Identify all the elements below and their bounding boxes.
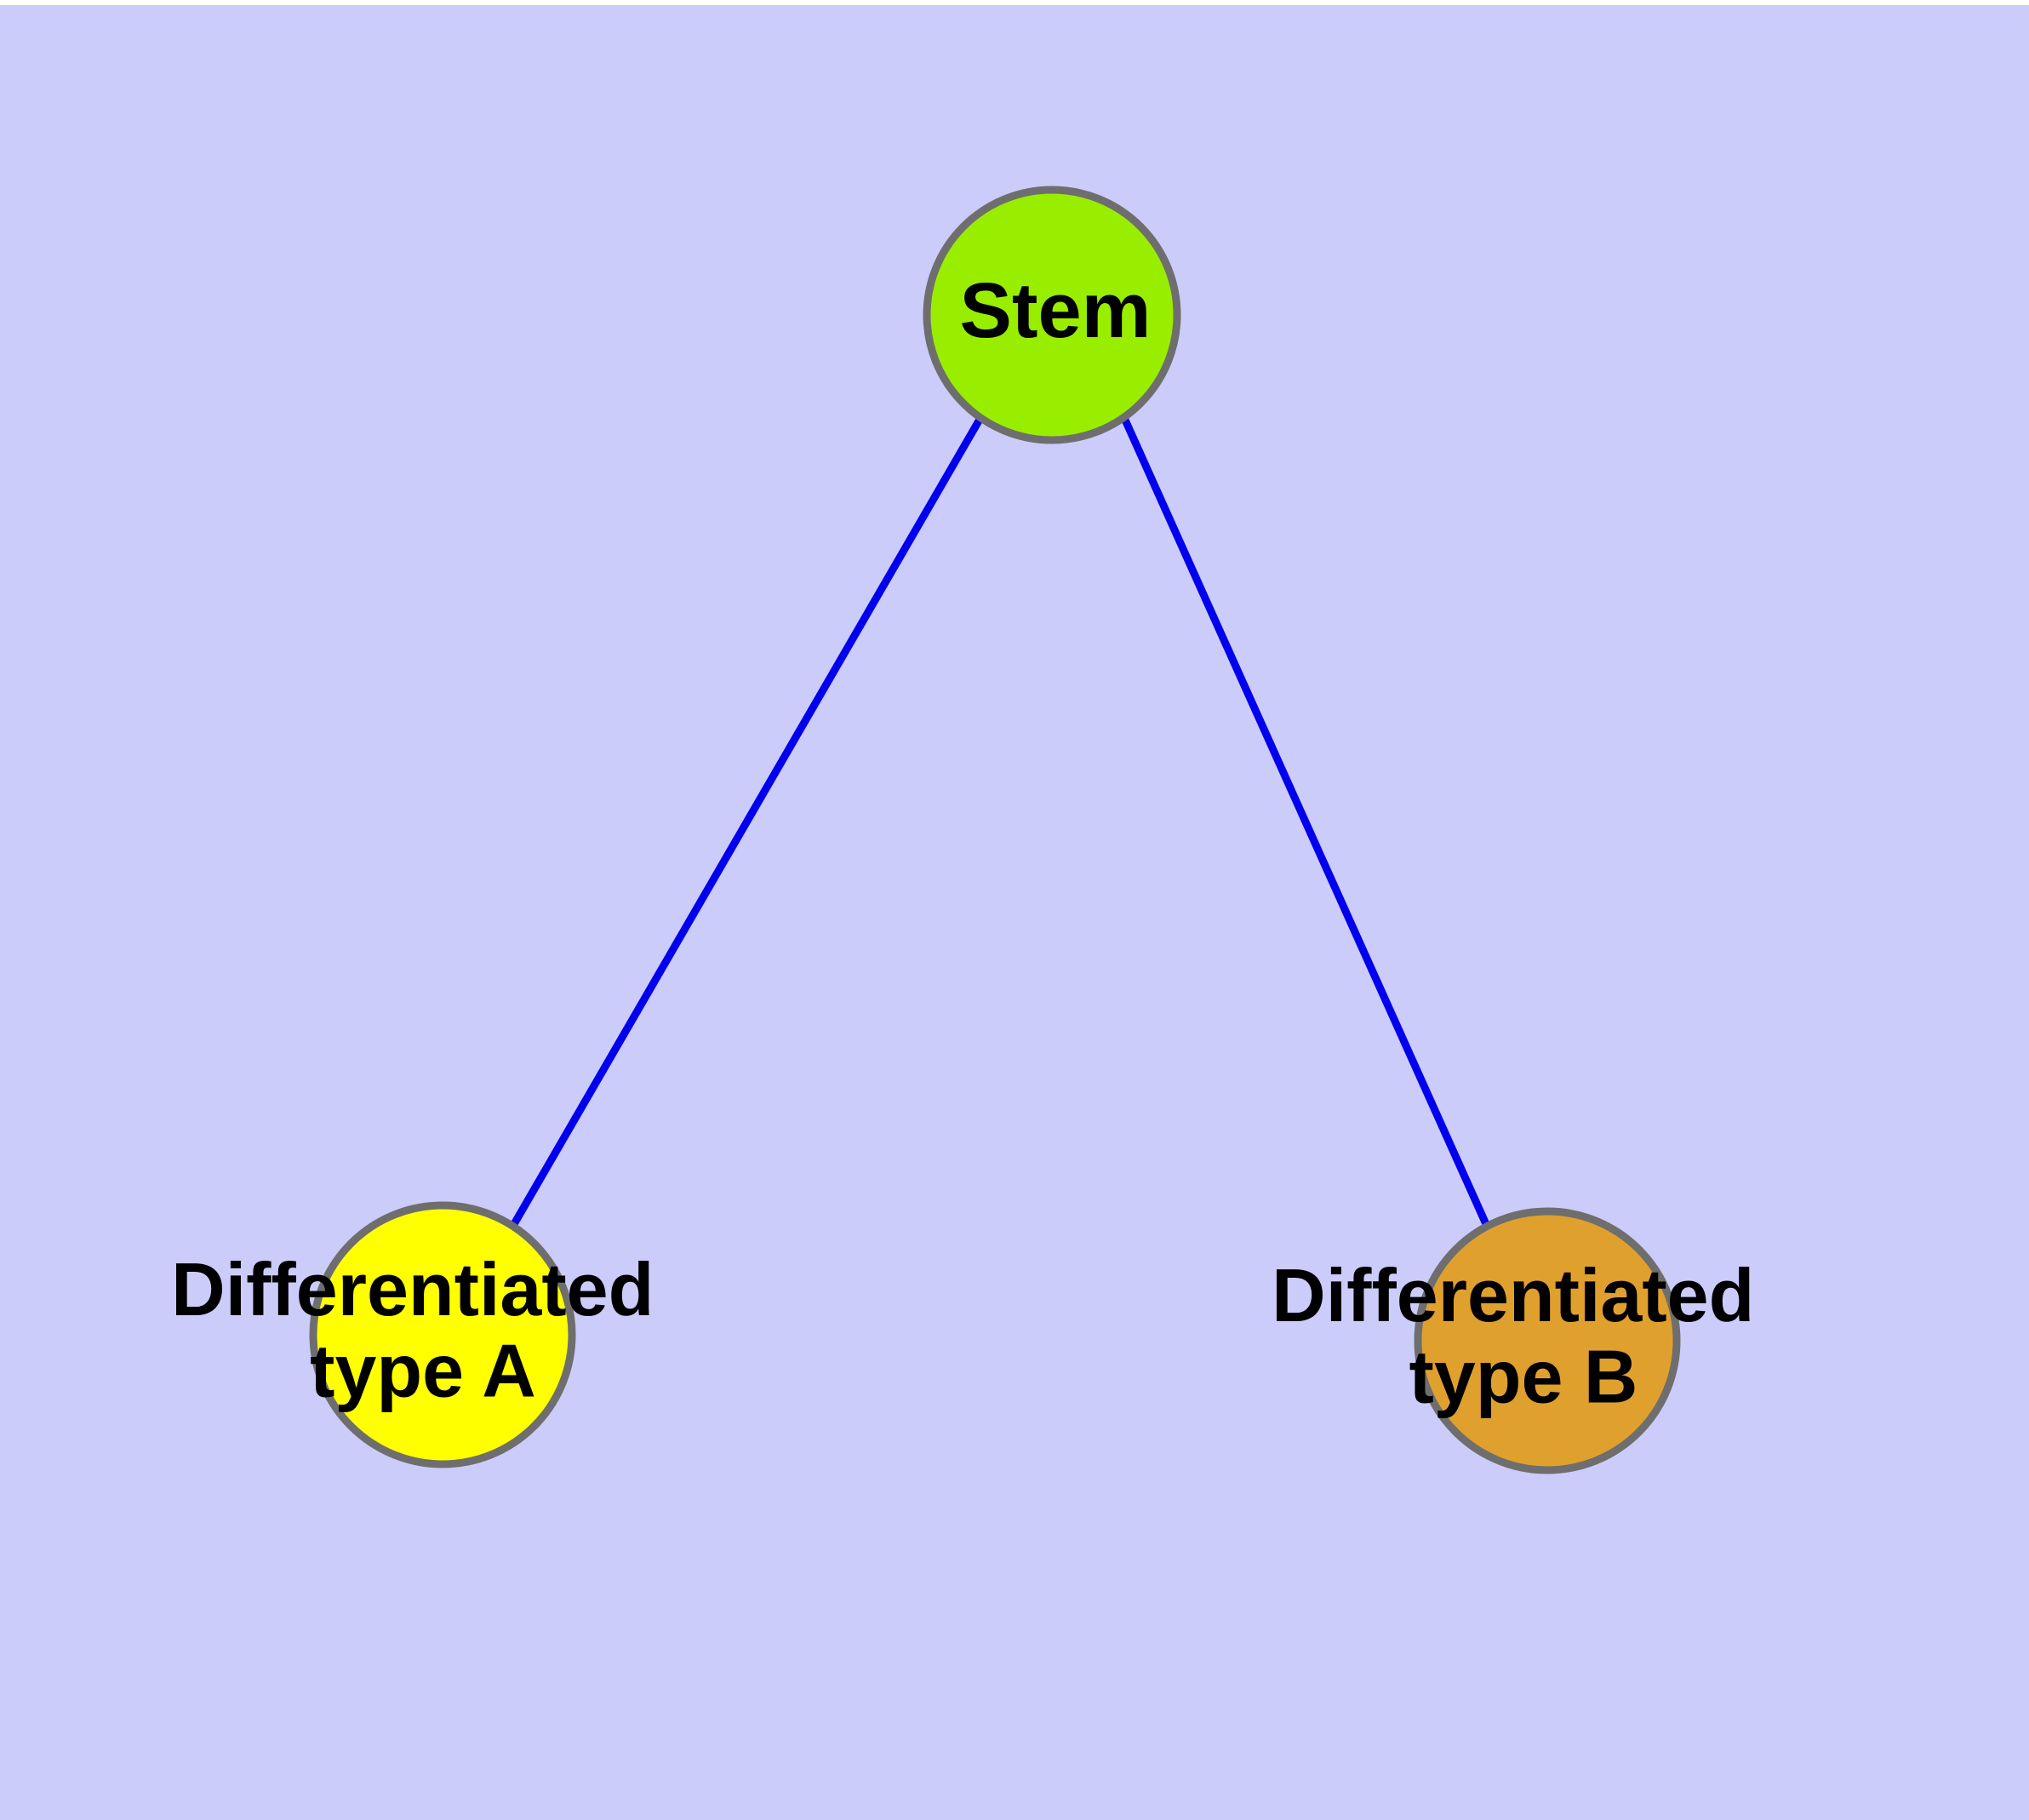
node-differentiated-type-a-label-line-2: type A — [310, 1329, 536, 1413]
node-stem-label-line-1: Stem — [960, 267, 1152, 354]
node-differentiated-type-a-circle[interactable] — [309, 1201, 576, 1468]
node-differentiated-type-b-circle[interactable] — [1414, 1207, 1681, 1474]
node-differentiated-type-a-label: Differentiated type A — [171, 1247, 675, 1412]
node-differentiated-type-b[interactable]: Differentiated type B — [1272, 1207, 1775, 1474]
edge-stem-to-differentiated-type-b[interactable] — [1120, 416, 1490, 1226]
node-differentiated-type-a[interactable]: Differentiated type A — [171, 1201, 675, 1468]
node-differentiated-type-b-label-line-1: Differentiated — [1272, 1253, 1754, 1337]
node-stem-circle[interactable] — [923, 186, 1181, 444]
node-layer: Stem Differentiated type A Differentiate… — [171, 186, 1775, 1474]
node-differentiated-type-b-label-line-2: type B — [1409, 1335, 1638, 1419]
edge-stem-to-differentiated-type-a[interactable] — [511, 415, 984, 1227]
node-stem[interactable]: Stem — [923, 186, 1181, 444]
node-differentiated-type-b-label: Differentiated type B — [1272, 1253, 1775, 1418]
node-differentiated-type-a-label-line-1: Differentiated — [171, 1247, 654, 1331]
node-stem-label: Stem — [960, 267, 1152, 354]
edge-layer — [511, 415, 1490, 1227]
